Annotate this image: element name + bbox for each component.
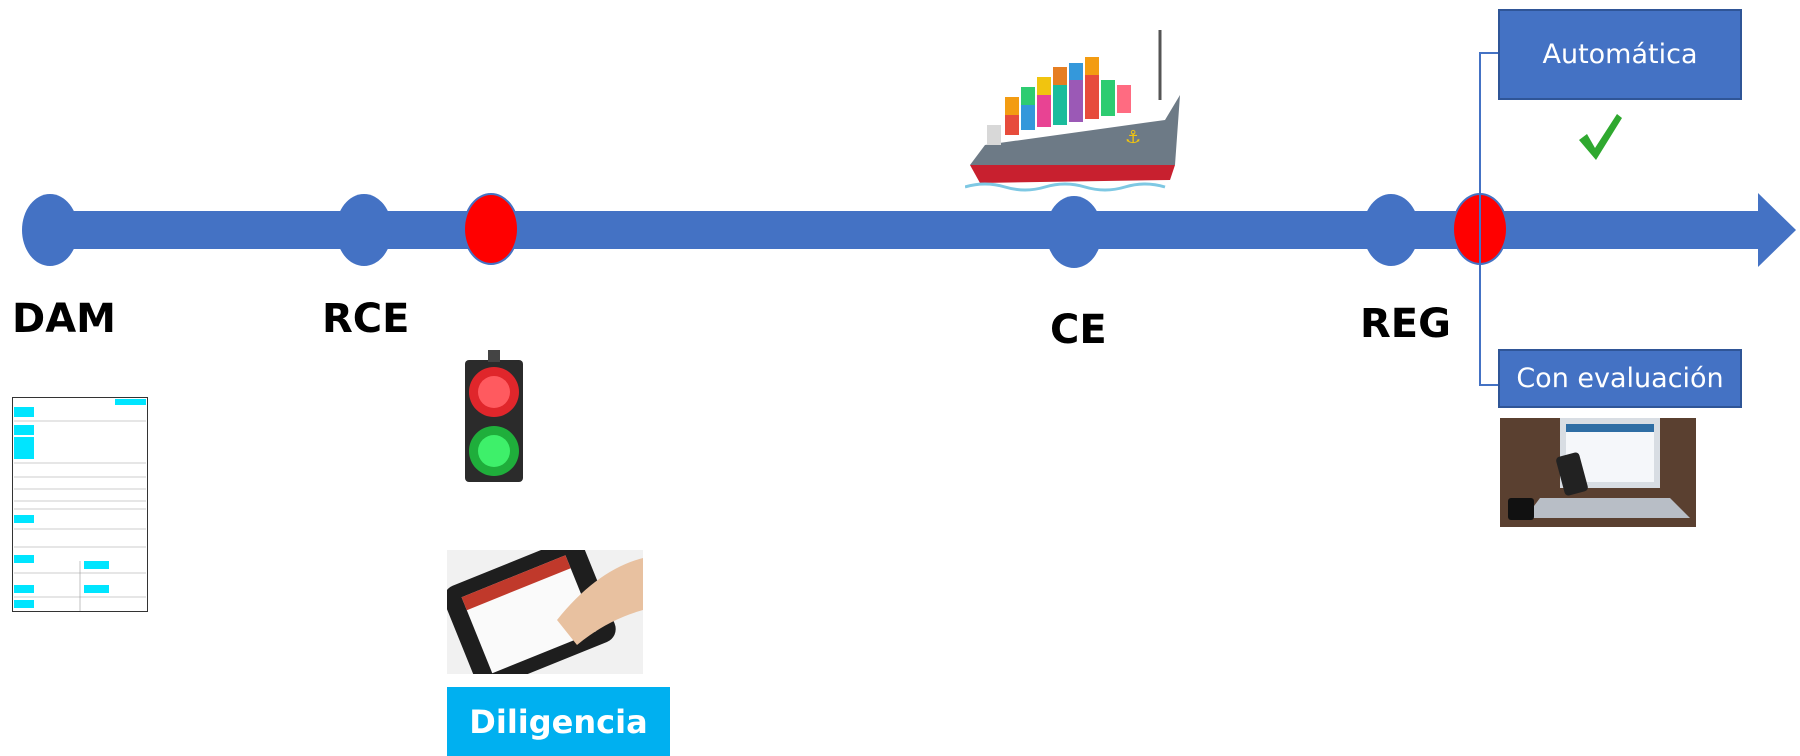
traffic-light-image	[465, 350, 523, 482]
stage-label-ce: CE	[1050, 307, 1107, 353]
stage-label-reg: REG	[1360, 301, 1451, 347]
stage-label-dam: DAM	[12, 296, 116, 342]
check-icon	[1579, 114, 1622, 160]
stage-label-rce: RCE	[322, 296, 410, 342]
svg-text:⚓: ⚓	[1125, 127, 1141, 148]
laptop-image	[1500, 418, 1696, 527]
dam-form-image	[12, 397, 148, 612]
automatic-box: Automática	[1498, 9, 1742, 100]
stage-node-alert-1	[463, 193, 519, 265]
evaluation-label: Con evaluación	[1516, 363, 1724, 394]
stage-node-rce	[336, 194, 392, 266]
cargo-ship-image: ⚓	[965, 30, 1180, 192]
automatic-label: Automática	[1542, 39, 1698, 70]
stage-node-dam	[22, 194, 78, 266]
stage-node-reg	[1363, 194, 1419, 266]
stage-node-ce	[1046, 196, 1102, 268]
smartphone-image	[447, 550, 643, 674]
diligence-label: Diligencia	[447, 687, 670, 756]
timeline-arrowhead	[1758, 193, 1796, 267]
evaluation-box: Con evaluación	[1498, 349, 1742, 408]
branch-connector	[1479, 52, 1500, 386]
